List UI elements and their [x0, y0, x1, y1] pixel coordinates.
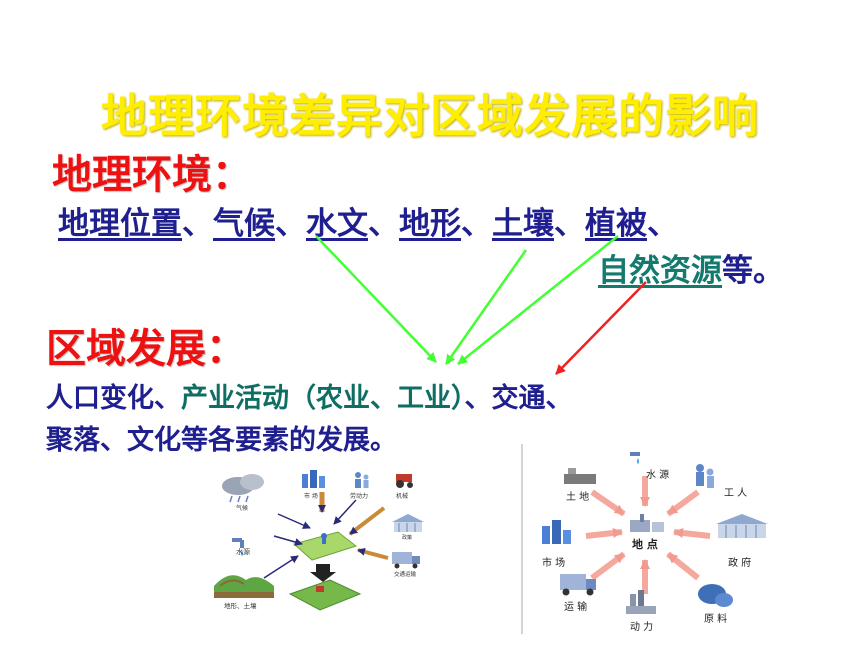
land-icon — [564, 468, 596, 484]
terrain-icon — [214, 575, 274, 598]
factor-soil: 土壤 — [492, 206, 554, 242]
truck-icon — [560, 574, 596, 596]
svg-text:交通运输: 交通运输 — [394, 570, 417, 578]
development-heading: 区域发展： — [46, 326, 246, 372]
power-plant-icon — [626, 590, 656, 614]
svg-text:劳动力: 劳动力 — [350, 492, 368, 500]
environment-heading: 地理环境： — [52, 152, 252, 198]
development-line-1: 人口变化、产业活动（农业、工业）、交通、 — [46, 383, 573, 414]
water-tap-icon — [630, 452, 640, 464]
factor-climate: 气候 — [213, 206, 275, 242]
svg-text:政 府: 政 府 — [728, 556, 751, 569]
arrow-landform — [444, 249, 528, 365]
arrow-resources — [555, 281, 647, 375]
truck-icon — [392, 552, 420, 569]
svg-text:运 输: 运 输 — [564, 600, 587, 613]
market-icon — [302, 470, 325, 488]
svg-text:地形、土壤: 地形、土壤 — [224, 601, 257, 610]
labor-icon — [355, 472, 369, 488]
factor-location: 地理位置 — [58, 206, 182, 242]
svg-text:气候: 气候 — [236, 504, 248, 512]
weather-icon — [222, 474, 264, 503]
svg-text:市 场: 市 场 — [542, 556, 565, 569]
factor-natural-resources: 自然资源 — [598, 253, 722, 289]
environment-factors-line-2: 自然资源等。 — [598, 253, 784, 289]
result-field-icon — [288, 579, 362, 611]
svg-text:工 人: 工 人 — [724, 487, 747, 499]
svg-text:动 力: 动 力 — [630, 620, 653, 633]
industry-activity-text: 产业活动（农业、工业） — [181, 383, 465, 414]
factor-landform: 地形 — [399, 206, 461, 242]
svg-text:水 源: 水 源 — [646, 468, 669, 481]
arrow-soil — [457, 235, 619, 365]
tractor-icon — [396, 474, 413, 488]
workers-icon — [696, 464, 714, 488]
factory-center-icon — [630, 514, 664, 532]
government-building-icon — [716, 514, 768, 538]
svg-text:土 地: 土 地 — [566, 490, 589, 503]
svg-text:市 场: 市 场 — [304, 492, 318, 500]
svg-text:机械: 机械 — [396, 492, 408, 500]
svg-text:原 料: 原 料 — [704, 612, 727, 625]
market-icon — [542, 520, 571, 544]
raw-materials-icon — [698, 584, 733, 607]
arrow-climate — [315, 235, 437, 363]
water-tap-icon — [232, 538, 244, 556]
development-line-2: 聚落、文化等各要素的发展。 — [46, 425, 397, 456]
agriculture-factors-figure: 气候 市 场 劳动力 机械 政策 水源 交通运输 — [214, 470, 424, 611]
svg-text:地 点: 地 点 — [632, 537, 658, 551]
farmland-center-icon — [292, 531, 358, 561]
svg-text:政策: 政策 — [402, 534, 412, 541]
industry-factors-figure: 地 点 土 地 水 源 工 人 市 场 — [521, 444, 768, 634]
policy-building-icon — [392, 514, 424, 532]
slide-title: 地理环境差异对区域发展的影响 — [101, 89, 759, 143]
svg-text:水源: 水源 — [236, 547, 250, 556]
